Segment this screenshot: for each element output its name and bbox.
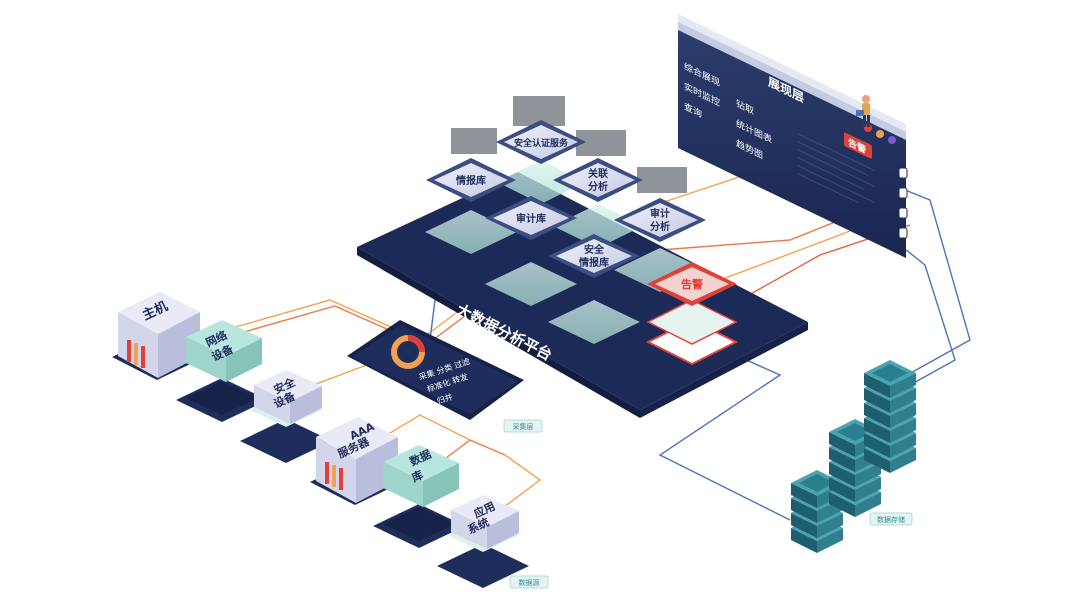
- collection-layer: 采集 分类 过滤 标准化 转发 归并 采集层: [347, 320, 543, 433]
- storage-server-side: [890, 388, 916, 413]
- storage-server-side: [890, 448, 916, 473]
- source-database: 数据 库: [373, 445, 465, 548]
- storage-server-side: [829, 447, 855, 472]
- module-identity-service: 安全认证服务: [496, 120, 586, 204]
- module-secintel-label-2: 情报库: [579, 256, 609, 269]
- data-storage: [791, 360, 916, 553]
- display-alert-badge: [844, 132, 872, 159]
- storage-server-top: [872, 364, 908, 382]
- storage-server-side: [829, 477, 855, 502]
- storage-server-side: [791, 528, 817, 553]
- storage-server-side: [791, 513, 817, 538]
- storage-server-side: [864, 403, 890, 428]
- storage-server-side: [829, 492, 855, 517]
- storage-server-side: [864, 433, 890, 458]
- source-app-system: 应用 系统: [437, 495, 529, 588]
- source-security-device: 安全 设备: [240, 370, 332, 463]
- storage-server-side: [864, 418, 890, 443]
- module-security-intel: 安全 情报库: [548, 234, 640, 344]
- storage-server-side: [864, 388, 890, 413]
- storage-server-side: [890, 373, 916, 398]
- module-audit-an-label-1: 审计: [650, 207, 670, 220]
- display-layer-panel: 展现层 综合展现 实时监控 查询 钻取 统计图表 趋势图 告警: [678, 14, 908, 258]
- data-sources: 主机 网络 设备 安全 设备: [112, 292, 549, 589]
- storage-server-side: [855, 477, 881, 502]
- storage-server-side: [791, 483, 817, 508]
- person-figure: [856, 95, 870, 127]
- module-correlation-analysis: 关联 分析: [553, 158, 643, 248]
- storage-server-side: [890, 433, 916, 458]
- source-database-label-2: 库: [409, 467, 425, 484]
- collection-layer-label: 采集层: [513, 422, 534, 431]
- platform-modules: 安全认证服务 情报库 关联 分析 审计库 审计: [425, 96, 739, 366]
- storage-server-side: [817, 528, 843, 553]
- storage-server-side: [864, 373, 890, 398]
- storage-server-side: [791, 498, 817, 523]
- storage-server-side: [855, 492, 881, 517]
- storage-server-side: [890, 418, 916, 443]
- sources-layer-label: 数据源: [519, 578, 540, 587]
- module-audit-library: 审计库: [485, 196, 577, 306]
- module-alert-label: 告警: [681, 277, 703, 291]
- module-correlation-label-1: 关联: [588, 167, 608, 180]
- module-secintel-label-1: 安全: [584, 243, 605, 256]
- module-audit-an-label-2: 分析: [650, 220, 670, 233]
- storage-server-side: [817, 513, 843, 538]
- module-intel-label: 情报库: [456, 174, 486, 187]
- source-host: 主机: [112, 292, 205, 380]
- storage-label: 数据存储: [877, 515, 905, 524]
- module-identity-label: 安全认证服务: [514, 137, 569, 149]
- storage-server-side: [855, 462, 881, 487]
- module-audit-lib-label: 审计库: [516, 212, 546, 225]
- storage-server-side: [864, 448, 890, 473]
- module-correlation-label-2: 分析: [588, 180, 608, 193]
- source-aaa-server: AAA 服务器: [310, 417, 403, 505]
- collection-ops-row3: 归并: [436, 391, 454, 405]
- source-network-device: 网络 设备: [176, 320, 268, 422]
- storage-server-side: [829, 432, 855, 457]
- module-audit-analysis: 审计 分析: [614, 198, 706, 292]
- module-alert: 告警: [645, 262, 739, 366]
- storage-server-side: [829, 462, 855, 487]
- storage-server-side: [890, 403, 916, 428]
- storage-server-top: [799, 474, 835, 492]
